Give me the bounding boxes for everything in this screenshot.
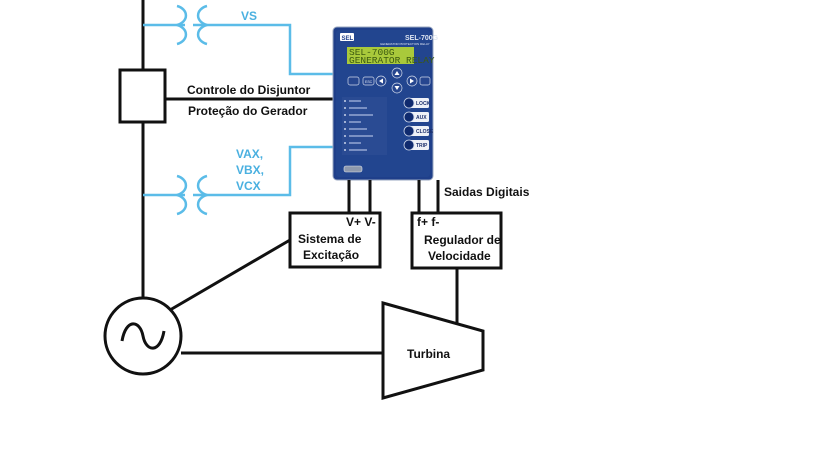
control-button-aux[interactable]: AUX: [403, 111, 429, 123]
led-indicators: [344, 100, 373, 151]
vcx-label: VCX: [236, 179, 261, 193]
turbine-label: Turbina: [407, 347, 450, 361]
led-label: [349, 100, 361, 102]
generator-excitation-wire: [169, 238, 291, 312]
model-label: SEL-700G: [405, 35, 439, 42]
excitation-label-line2: Excitação: [303, 248, 359, 262]
lcd-line1: SEL-700G: [349, 47, 395, 58]
control-button-label: LOCK: [416, 101, 431, 107]
vs-label: VS: [241, 9, 257, 23]
serial-port: [343, 165, 363, 173]
led-indicator: [344, 135, 346, 137]
breaker-control-label: Controle do Disjuntor: [187, 83, 311, 97]
sel-logo: [340, 33, 354, 41]
excitation-system-box: [288, 211, 382, 269]
lcd-display: [347, 47, 414, 64]
sel-700g-relay: SEL SEL-700G GENERATOR PROTECTION RELAY …: [332, 26, 439, 181]
vax-label: VAX,: [236, 147, 263, 161]
brand-label: SEL: [342, 36, 354, 42]
led-label: [349, 142, 361, 144]
led-indicator: [344, 128, 346, 130]
led-label: [349, 121, 361, 123]
led-indicator: [344, 142, 346, 144]
down-arrow-icon: [394, 86, 400, 90]
led-label: [349, 149, 367, 151]
digital-outputs-label: Saidas Digitais: [444, 185, 530, 199]
control-button-close[interactable]: CLOSE: [403, 125, 434, 137]
control-button-trip[interactable]: TRIP: [403, 139, 429, 151]
phase-voltage-transformer: [143, 145, 334, 216]
led-label: [349, 128, 367, 130]
right-arrow-icon: [410, 78, 414, 84]
esc-label: ESC: [365, 80, 373, 84]
led-label: [349, 107, 367, 109]
v-terminals-label: V+ V-: [346, 215, 376, 229]
led-label: [349, 114, 373, 116]
breaker-box: [118, 68, 167, 124]
turbine-symbol: [381, 301, 485, 400]
control-button-label: CLOSE: [416, 129, 434, 135]
led-indicator: [344, 100, 346, 102]
control-buttons: LOCK AUX CLOSE TRIP: [403, 97, 434, 151]
enter-button[interactable]: [419, 76, 431, 86]
up-arrow-icon: [394, 71, 400, 75]
control-button-lock[interactable]: LOCK: [403, 97, 431, 109]
governor-label-line2: Velocidade: [428, 249, 491, 263]
led-indicator: [344, 107, 346, 109]
left-arrow-icon: [379, 78, 383, 84]
relay-subtitle: GENERATOR PROTECTION RELAY: [380, 42, 430, 46]
led-indicator: [344, 149, 346, 151]
control-button-label: TRIP: [416, 143, 428, 149]
target-reset-button[interactable]: [347, 76, 360, 86]
led-panel: [342, 97, 387, 155]
ac-sine-icon: [120, 322, 166, 350]
vs-voltage-transformer: [143, 4, 334, 76]
led-label: [349, 135, 373, 137]
esc-button[interactable]: [362, 76, 375, 86]
generator-protection-label: Proteção do Gerador: [188, 104, 308, 118]
lcd-line2: GENERATOR RELAY: [349, 55, 435, 66]
control-button-label: AUX: [416, 115, 427, 121]
excitation-label-line1: Sistema de: [298, 232, 362, 246]
led-indicator: [344, 121, 346, 123]
vbx-label: VBX,: [236, 163, 264, 177]
governor-label-line1: Regulador de: [424, 233, 501, 247]
led-indicator: [344, 114, 346, 116]
f-terminals-label: f+ f-: [417, 215, 439, 229]
